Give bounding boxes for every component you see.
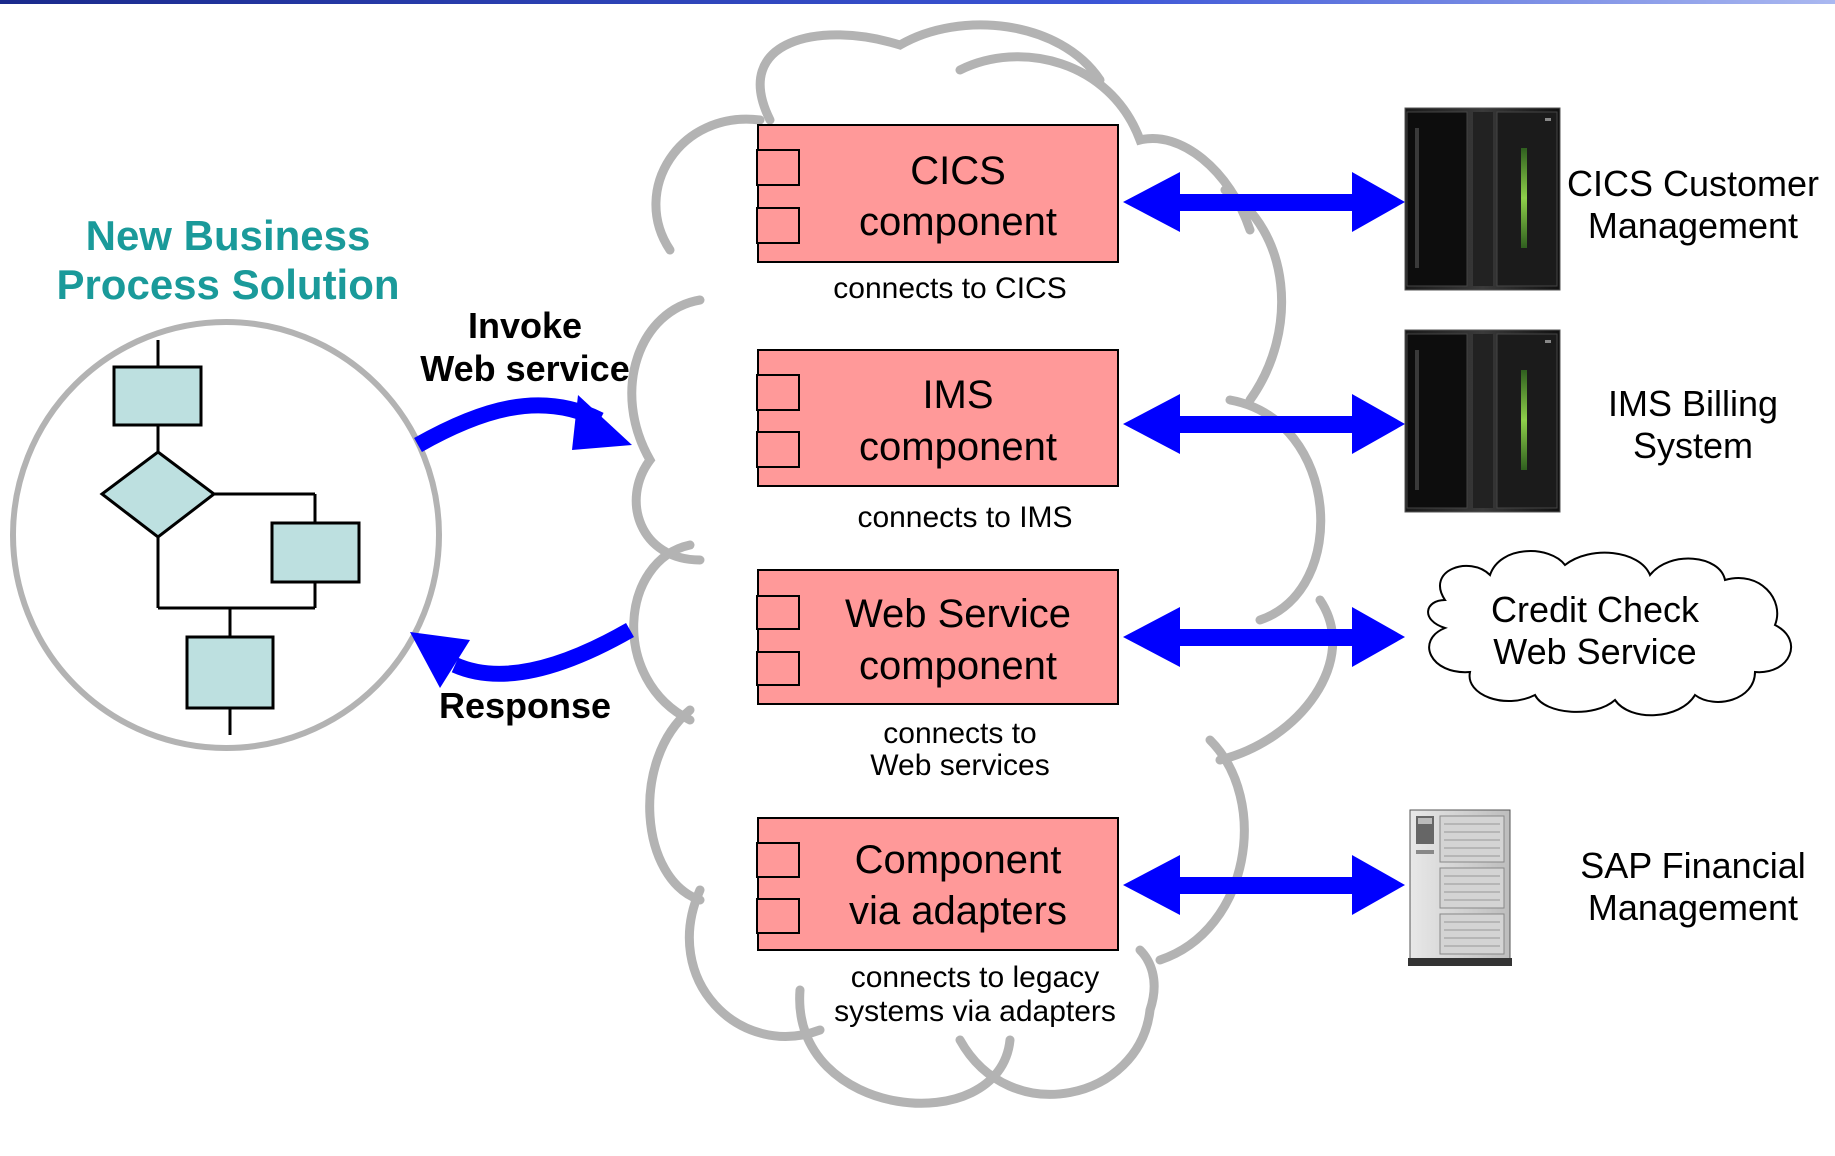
system-label: IMS Billing — [1608, 383, 1778, 424]
invoke-arrow — [414, 395, 632, 452]
mainframe-icon — [1404, 329, 1561, 513]
double-arrow — [1123, 855, 1405, 915]
component-caption: connects to IMS — [857, 501, 1072, 534]
mainframe-icon — [1404, 107, 1561, 291]
process-step-box — [185, 635, 275, 710]
component-label: component — [859, 200, 1057, 244]
response-label: Response — [439, 685, 611, 726]
component-caption: connects to CICS — [833, 272, 1066, 305]
component-ims: IMS component — [756, 349, 1119, 487]
invoke-label: Web service — [420, 348, 629, 389]
system-label: System — [1633, 425, 1753, 466]
component-label: Component — [855, 838, 1062, 882]
component-cics: CICS component — [756, 124, 1119, 263]
component-label: component — [859, 644, 1057, 688]
top-accent-bar — [0, 0, 1835, 4]
double-arrow — [1123, 394, 1405, 454]
response-arrow — [410, 623, 634, 688]
solution-title: Process Solution — [56, 261, 399, 308]
component-label: component — [859, 425, 1057, 469]
component-caption: connects to legacy — [851, 961, 1099, 994]
integration-cloud — [627, 20, 1337, 1108]
component-label: IMS — [922, 373, 993, 417]
system-label: Credit Check — [1491, 589, 1700, 630]
component-adapters: Component via adapters — [756, 817, 1119, 951]
process-flow-circle — [10, 319, 442, 751]
system-label: Management — [1588, 887, 1798, 928]
system-label: CICS Customer — [1567, 163, 1819, 204]
cloud-icon — [1427, 550, 1793, 717]
flow-connectors — [156, 340, 317, 735]
solution-title: New Business — [86, 212, 371, 259]
double-arrow — [1123, 607, 1405, 667]
connection-arrows — [1123, 172, 1405, 915]
server-icon — [1408, 809, 1512, 966]
decision-diamond — [99, 450, 217, 539]
component-caption: connects to — [883, 717, 1036, 750]
system-label: Management — [1588, 205, 1798, 246]
component-label: via adapters — [849, 889, 1067, 933]
system-label: Web Service — [1493, 631, 1696, 672]
process-step-box — [270, 521, 361, 584]
component-label: CICS — [910, 149, 1006, 193]
system-label: SAP Financial — [1580, 845, 1805, 886]
component-label: Web Service — [845, 592, 1071, 636]
double-arrow — [1123, 172, 1405, 232]
process-step-box — [112, 365, 203, 427]
component-caption: Web services — [870, 749, 1050, 782]
component-caption: systems via adapters — [834, 995, 1116, 1028]
component-web-service: Web Service component — [756, 569, 1119, 705]
invoke-label: Invoke — [468, 305, 582, 346]
